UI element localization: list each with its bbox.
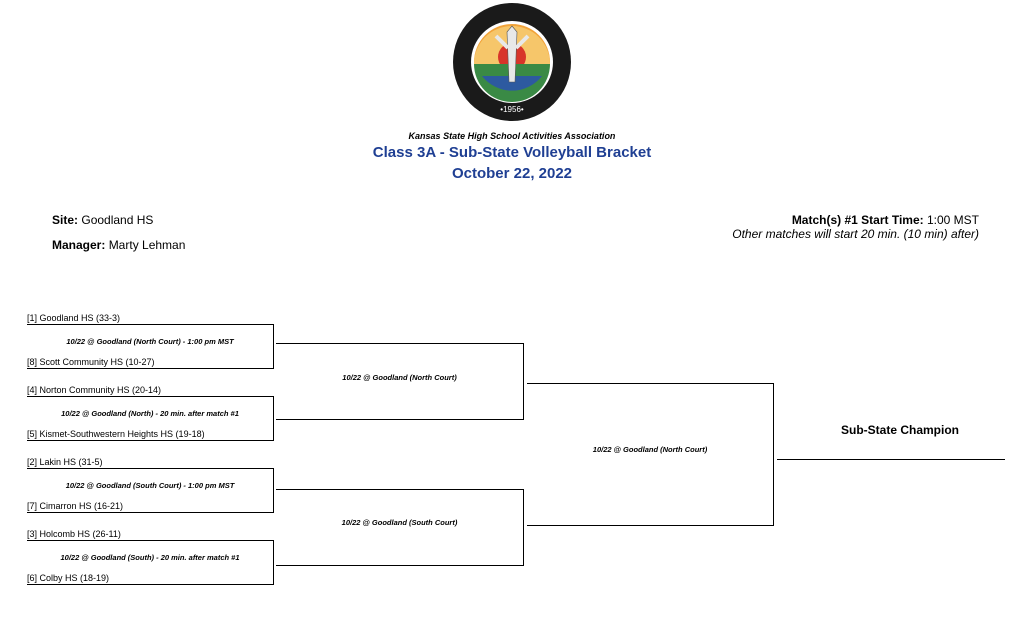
team-seed-2: [2] Lakin HS (31-5) (27, 457, 103, 467)
team-seed-5: [5] Kismet-Southwestern Heights HS (19-1… (27, 429, 205, 439)
bracket-line (27, 584, 273, 585)
champion-label: Sub-State Champion (840, 423, 959, 437)
bracket-line (27, 368, 273, 369)
start-time-value: 1:00 MST (926, 213, 979, 227)
manager-info: Manager: Marty Lehman (52, 238, 185, 252)
bracket-line (27, 440, 273, 441)
team-seed-6: [6] Colby HS (18-19) (27, 573, 110, 583)
bracket-line (276, 565, 523, 566)
bracket-line (27, 512, 273, 513)
organization-name: Kansas State High School Activities Asso… (408, 131, 616, 141)
bracket-line (276, 489, 523, 490)
bracket-line (27, 396, 273, 397)
match-4-info: 10/22 @ Goodland (South) - 20 min. after… (60, 553, 240, 562)
site-value: Goodland HS (81, 213, 154, 227)
bracket-line (273, 324, 274, 369)
bracket-line (273, 468, 274, 513)
semifinal-1-info: 10/22 @ Goodland (North Court) (342, 373, 457, 382)
match-1-info: 10/22 @ Goodland (North Court) - 1:00 pm… (66, 337, 234, 346)
team-seed-8: [8] Scott Community HS (10-27) (27, 357, 155, 367)
bracket-line (523, 343, 524, 420)
match-2-info: 10/22 @ Goodland (North) - 20 min. after… (61, 409, 239, 418)
final-match-info: 10/22 @ Goodland (North Court) (592, 445, 708, 454)
champion-line (777, 459, 1005, 460)
site-info: Site: Goodland HS (52, 213, 153, 227)
start-time-info: Match(s) #1 Start Time: 1:00 MST (792, 213, 979, 227)
bracket-line (276, 343, 523, 344)
bracket-line (273, 540, 274, 585)
site-label: Site: (52, 213, 79, 227)
svg-text:•1956•: •1956• (500, 105, 524, 114)
team-seed-1: [1] Goodland HS (33-3) (27, 313, 121, 323)
khsaa-logo: •1956• (453, 3, 571, 121)
team-seed-4: [4] Norton Community HS (20-14) (27, 385, 162, 395)
bracket-line (527, 525, 773, 526)
bracket-line (273, 396, 274, 441)
bracket-line (523, 489, 524, 566)
bracket-line (27, 324, 273, 325)
team-seed-3: [3] Holcomb HS (26-11) (27, 529, 121, 539)
page-title: Class 3A - Sub-State Volleyball Bracket (372, 144, 652, 161)
bracket-line (27, 468, 273, 469)
team-seed-7: [7] Cimarron HS (16-21) (27, 501, 124, 511)
other-matches-note: Other matches will start 20 min. (10 min… (732, 227, 979, 241)
manager-value: Marty Lehman (108, 238, 186, 252)
semifinal-2-info: 10/22 @ Goodland (South Court) (341, 518, 458, 527)
manager-label: Manager: (52, 238, 106, 252)
bracket-line (276, 419, 523, 420)
bracket-line (27, 540, 273, 541)
bracket-line (773, 383, 774, 526)
start-time-label: Match(s) #1 Start Time: (791, 213, 924, 227)
bracket-line (527, 383, 773, 384)
match-3-info: 10/22 @ Goodland (South Court) - 1:00 pm… (65, 481, 235, 490)
event-date: October 22, 2022 (451, 165, 573, 182)
